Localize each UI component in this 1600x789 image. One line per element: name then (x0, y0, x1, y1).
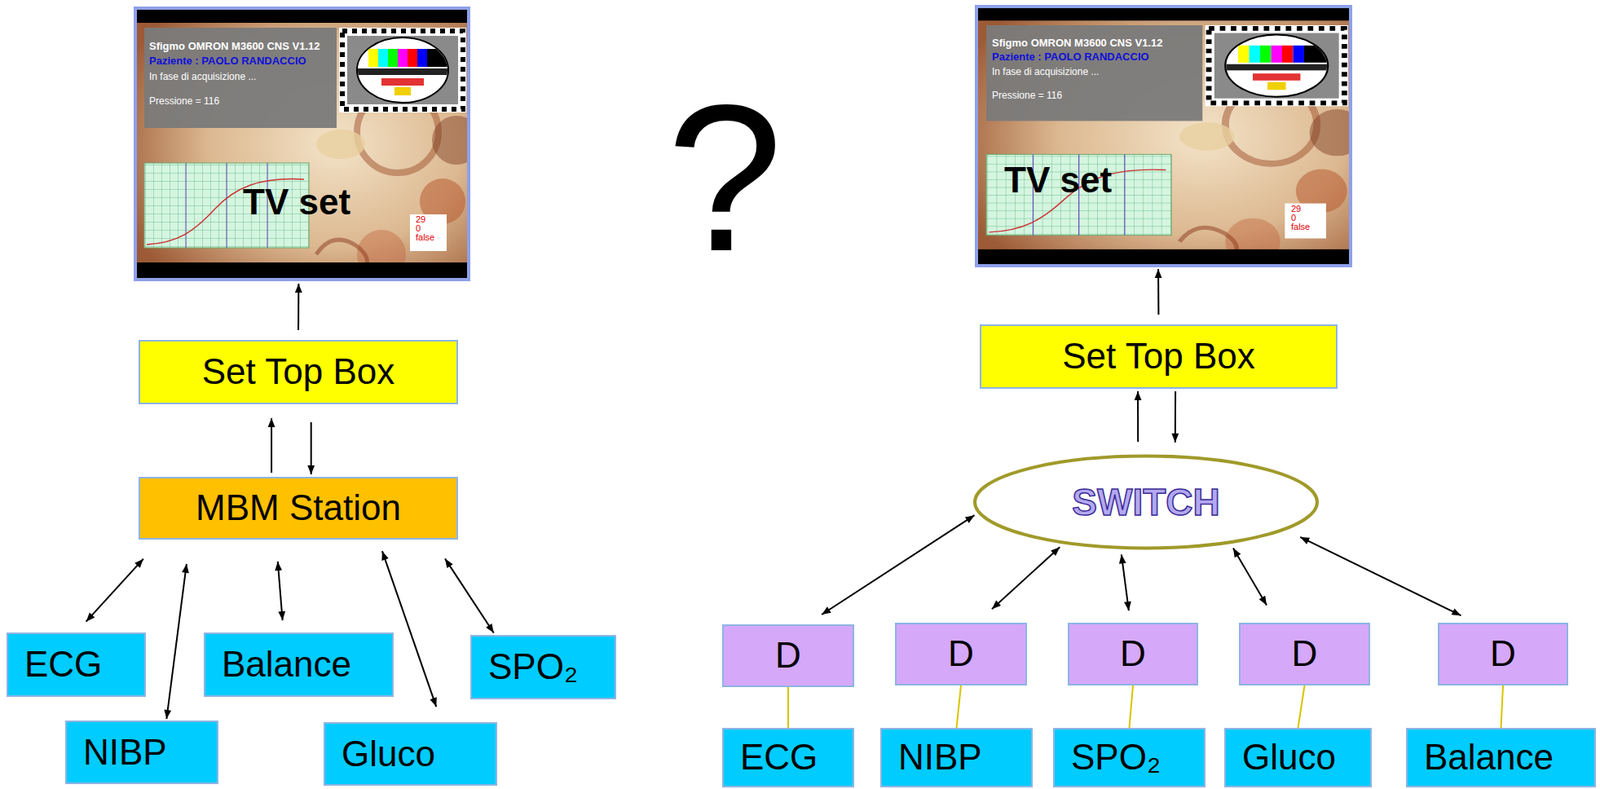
screen-text: In fase di acquisizione ... (991, 66, 1099, 77)
node-label: D (1489, 633, 1517, 675)
process-box: MBM Station (138, 476, 459, 540)
connector-arrow (277, 561, 283, 621)
screen-text: 0 (415, 224, 421, 234)
device-box: Balance (1406, 727, 1596, 788)
device-box: SPO₂ (1053, 727, 1206, 788)
connector-arrow (166, 564, 187, 719)
screen-text: Pressione = 116 (991, 90, 1063, 101)
connector-arrow (1121, 554, 1129, 611)
screen-text: 29 (1291, 204, 1301, 214)
driver-box: D (1067, 622, 1199, 686)
tv-screen-image (978, 8, 1365, 265)
node-label: NIBP (83, 731, 168, 774)
node-label: D (1291, 633, 1318, 675)
node-label: MBM Station (195, 487, 402, 529)
device-box: Gluco (1224, 727, 1372, 788)
screen-text: Paziente : PAOLO RANDACCIO (991, 51, 1150, 62)
node-label: Set Top Box (202, 351, 395, 393)
node-label: ECG (740, 736, 818, 779)
screen-text: In fase di acquisizione ... (149, 71, 256, 82)
screen-text: 0 (1291, 213, 1296, 223)
connector-arrow (1137, 391, 1139, 442)
connector-arrow (310, 422, 313, 475)
node-label: TV set (242, 181, 351, 224)
connector-line (956, 685, 962, 728)
connector-arrow (86, 559, 144, 622)
node-label: SPO₂ (1071, 736, 1161, 779)
connector-arrow (821, 515, 975, 615)
process-box: Set Top Box (979, 324, 1338, 389)
connector-line (1129, 685, 1134, 728)
screen-text: false (415, 233, 435, 243)
connector-arrow (1157, 268, 1160, 315)
node-label: Gluco (341, 733, 436, 776)
screen-text: Sfigmo OMRON M3600 CNS V1.12 (149, 40, 321, 52)
connector-line (1501, 685, 1504, 728)
screen-text: Sfigmo OMRON M3600 CNS V1.12 (991, 37, 1164, 49)
connector-arrow (1300, 537, 1461, 616)
driver-box: D (1238, 622, 1371, 686)
screen-text: Paziente : PAOLO RANDACCIO (149, 55, 307, 67)
screen-text: false (1291, 222, 1310, 232)
device-box: ECG (6, 632, 146, 697)
switch-ellipse-shape (974, 456, 1318, 549)
connector-arrow (270, 418, 273, 473)
node-label: D (775, 634, 802, 677)
connector-arrow (1233, 548, 1267, 606)
device-box: Balance (203, 632, 394, 697)
node-label: Set Top Box (1062, 335, 1255, 378)
screen-text: 29 (415, 215, 426, 225)
driver-box: D (722, 624, 855, 688)
node-label: SPO₂ (488, 646, 578, 688)
device-box: SPO₂ (470, 634, 617, 700)
process-box: Set Top Box (138, 339, 459, 405)
connector-line (787, 687, 789, 728)
node-label: Balance (221, 643, 352, 686)
question-mark: ? (666, 73, 783, 283)
connector-arrow (991, 546, 1060, 609)
connector-line (1298, 685, 1305, 728)
driver-box: D (1437, 622, 1569, 686)
switch-ellipse: SWITCH (972, 453, 1320, 551)
node-label: D (1119, 633, 1147, 675)
node-label: NIBP (898, 736, 983, 779)
device-box: NIBP (880, 727, 1033, 788)
driver-box: D (894, 622, 1027, 686)
connector-arrow (297, 283, 300, 331)
device-box: NIBP (65, 720, 219, 785)
node-label: TV set (1004, 159, 1112, 202)
node-label: Gluco (1242, 736, 1336, 779)
node-label: Balance (1423, 736, 1554, 779)
tv-screen-image (136, 9, 481, 279)
device-box: ECG (722, 727, 855, 788)
screen-text: Pressione = 116 (149, 96, 220, 106)
node-label: SWITCH (1071, 480, 1220, 525)
node-label: D (947, 633, 975, 675)
connector-arrow (445, 558, 494, 633)
connector-group (86, 268, 1504, 728)
node-label: ECG (24, 643, 102, 686)
device-box: Gluco (323, 722, 498, 786)
connector-arrow (1174, 391, 1177, 443)
